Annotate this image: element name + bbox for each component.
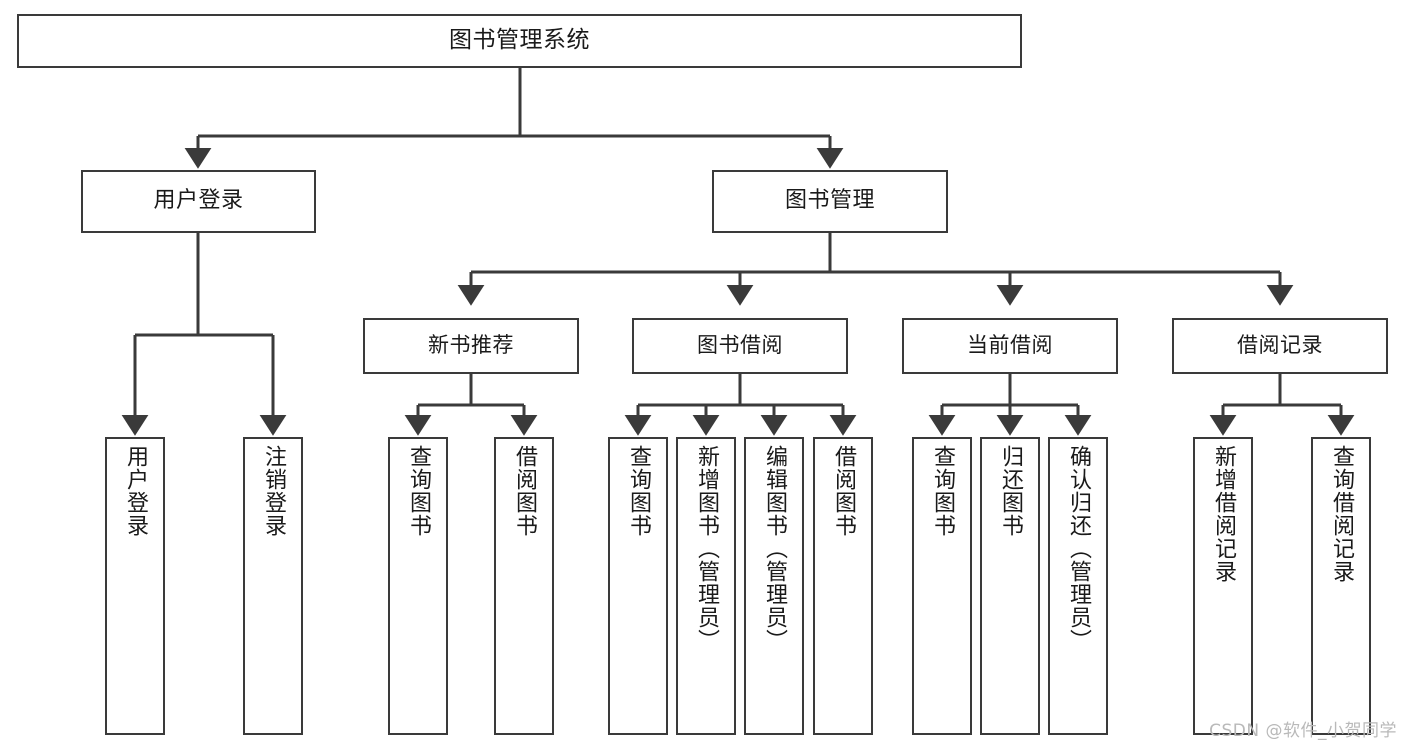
leaf-book-borrow-add[interactable]: 新增图书（管理员） <box>676 437 736 735</box>
node-label: 图书借阅 <box>697 333 783 358</box>
node-label: 查询图书 <box>929 445 955 537</box>
node-user-login[interactable]: 用户登录 <box>81 170 316 233</box>
csdn-watermark: CSDN @软件_小贺同学 <box>1209 721 1397 741</box>
leaf-borrow-record-add[interactable]: 新增借阅记录 <box>1193 437 1253 735</box>
node-borrow-record[interactable]: 借阅记录 <box>1172 318 1388 374</box>
node-label: 借阅图书 <box>830 445 856 537</box>
node-label: 用户登录 <box>153 188 244 214</box>
node-label: 查询借阅记录 <box>1328 445 1354 583</box>
node-root-system[interactable]: 图书管理系统 <box>17 14 1022 68</box>
node-label: 归还图书 <box>997 445 1023 537</box>
node-label: 图书管理系统 <box>449 27 590 54</box>
leaf-new-book-borrow[interactable]: 借阅图书 <box>494 437 554 735</box>
node-label: 查询图书 <box>625 445 651 537</box>
node-label: 新增图书（管理员） <box>693 445 719 652</box>
leaf-current-borrow-confirm-return[interactable]: 确认归还（管理员） <box>1048 437 1108 735</box>
leaf-new-book-query[interactable]: 查询图书 <box>388 437 448 735</box>
node-book-borrow[interactable]: 图书借阅 <box>632 318 848 374</box>
node-label: 编辑图书（管理员） <box>761 445 787 652</box>
node-label: 新书推荐 <box>428 333 514 358</box>
node-label: 注销登录 <box>260 445 286 537</box>
leaf-current-borrow-return[interactable]: 归还图书 <box>980 437 1040 735</box>
leaf-book-borrow-query[interactable]: 查询图书 <box>608 437 668 735</box>
leaf-current-borrow-query[interactable]: 查询图书 <box>912 437 972 735</box>
node-label: 借阅记录 <box>1237 333 1323 358</box>
node-label: 图书管理 <box>784 188 875 214</box>
node-label: 确认归还（管理员） <box>1065 445 1091 652</box>
node-label: 当前借阅 <box>967 333 1053 358</box>
node-book-management[interactable]: 图书管理 <box>712 170 948 233</box>
leaf-user-login-login[interactable]: 用户登录 <box>105 437 165 735</box>
node-label: 查询图书 <box>405 445 431 537</box>
node-current-borrow[interactable]: 当前借阅 <box>902 318 1118 374</box>
leaf-borrow-record-query[interactable]: 查询借阅记录 <box>1311 437 1371 735</box>
node-label: 用户登录 <box>122 445 148 537</box>
node-new-book-recommend[interactable]: 新书推荐 <box>363 318 579 374</box>
leaf-book-borrow-borrow[interactable]: 借阅图书 <box>813 437 873 735</box>
node-label: 新增借阅记录 <box>1210 445 1236 583</box>
node-label: 借阅图书 <box>511 445 537 537</box>
leaf-user-login-logout[interactable]: 注销登录 <box>243 437 303 735</box>
leaf-book-borrow-edit[interactable]: 编辑图书（管理员） <box>744 437 804 735</box>
